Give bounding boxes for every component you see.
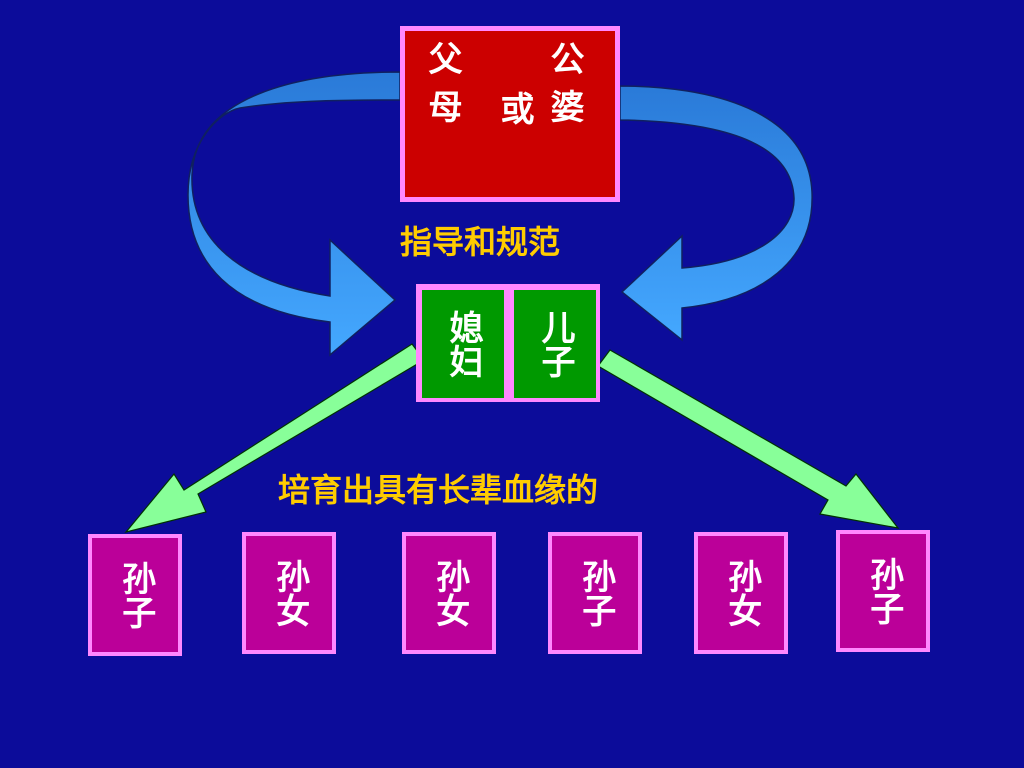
top-box-text-middle: 或 bbox=[494, 91, 534, 139]
straight-arrow-left bbox=[124, 343, 425, 534]
curved-arrow-left bbox=[187, 71, 401, 357]
grandchild-label: 孙女 bbox=[269, 559, 310, 627]
parents-in-law-box: 公婆 或 父母 bbox=[400, 26, 620, 202]
grandchild-box-3: 孙女 bbox=[402, 532, 496, 654]
top-box-text-right: 公婆 bbox=[544, 41, 584, 137]
caption-bloodline: 培育出具有长辈血缘的 bbox=[278, 471, 599, 509]
grandchild-label: 孙子 bbox=[863, 557, 904, 625]
grandchild-label: 孙子 bbox=[575, 559, 616, 627]
grandchild-box-2: 孙女 bbox=[242, 532, 336, 654]
top-box-text-left: 父母 bbox=[422, 41, 462, 137]
grandchild-label: 孙女 bbox=[721, 559, 762, 627]
son-label: 儿子 bbox=[535, 310, 575, 378]
caption-guidance: 指导和规范 bbox=[400, 223, 561, 261]
grandchild-box-1: 孙子 bbox=[88, 534, 182, 656]
daughter-in-law-label: 媳妇 bbox=[443, 310, 483, 378]
grandchild-box-5: 孙女 bbox=[694, 532, 788, 654]
grandchild-label: 孙子 bbox=[115, 561, 156, 629]
grandchild-box-4: 孙子 bbox=[548, 532, 642, 654]
grandchild-label: 孙女 bbox=[429, 559, 470, 627]
couple-box: 媳妇 儿子 bbox=[416, 284, 600, 402]
straight-arrow-right bbox=[597, 349, 900, 529]
curved-arrow-right bbox=[619, 85, 813, 342]
grandchild-box-6: 孙子 bbox=[836, 530, 930, 652]
son-panel: 儿子 bbox=[514, 290, 596, 398]
daughter-in-law-panel: 媳妇 bbox=[422, 290, 504, 398]
